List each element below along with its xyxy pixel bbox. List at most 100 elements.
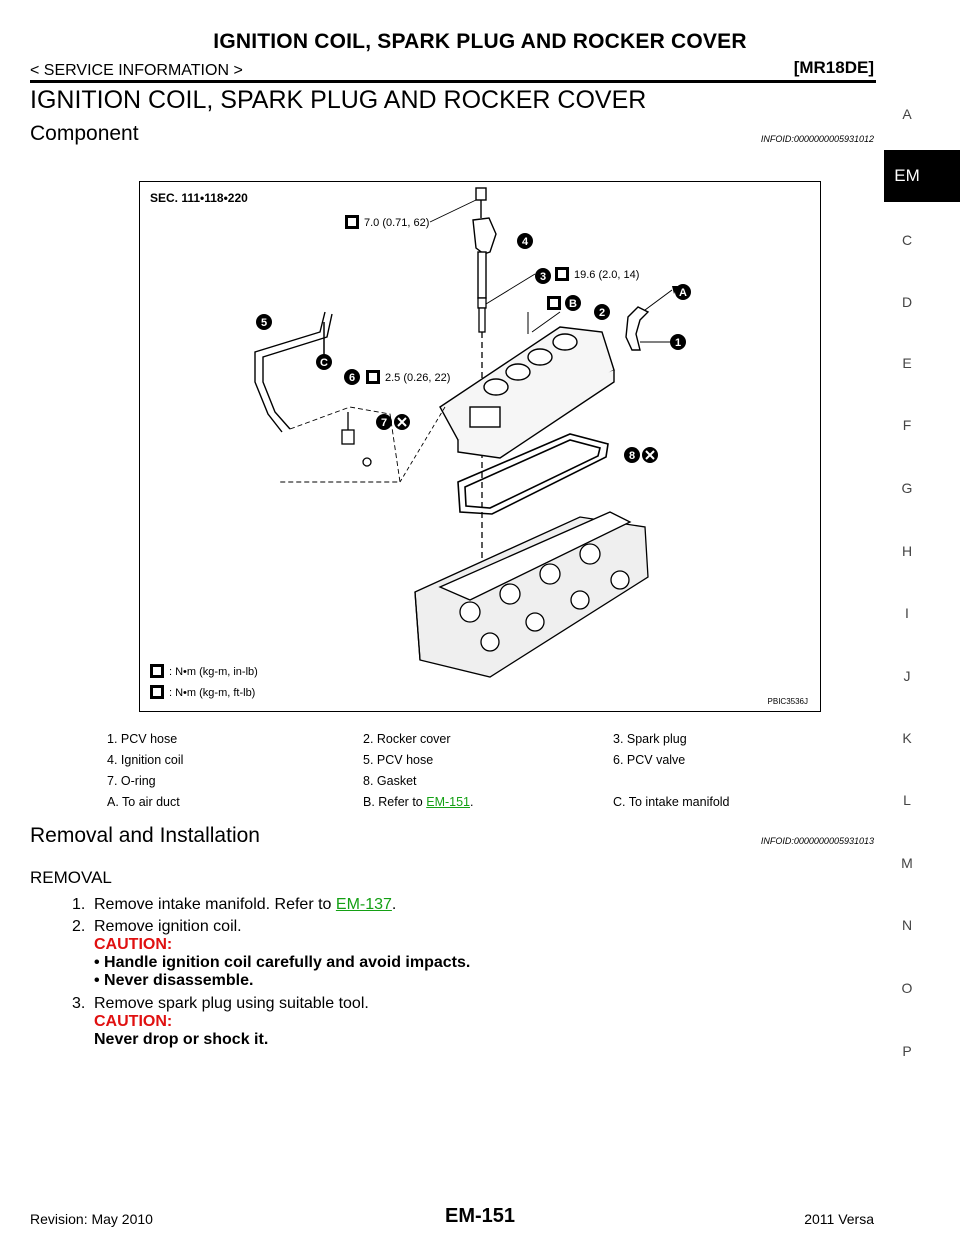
torque-key-1: : N•m (kg-m, in-lb) [169,666,258,678]
svg-text:6: 6 [349,372,355,384]
figure-code: PBIC3536J [768,697,808,706]
do-not-reuse-icon-7 [394,414,410,430]
pcv-hose-drawing [254,311,333,433]
revision-date: Revision: May 2010 [30,1211,153,1227]
em-137-link[interactable]: EM-137 [335,896,392,913]
step-3: 3.Remove spark plug using suitable tool. [72,995,369,1012]
callout-4: 4 [517,233,533,249]
removal-heading: REMOVAL [30,868,112,887]
model-year: 2011 Versa [804,1211,874,1227]
svg-text:5: 5 [261,317,267,329]
torque-value-1: 7.0 (0.71, 62) [364,217,429,229]
legend-item: 6. PCV valve [613,753,686,767]
exploded-view-illustration: SEC. 111•118•220 7.0 (0.71, 62) 19.6 (2.… [150,187,808,706]
torque-value-3: 2.5 (0.26, 22) [385,372,450,384]
callout-7: 7 [376,414,392,430]
header-divider [30,80,876,83]
page-number: EM-151 [444,1205,516,1227]
torque-icon-b [547,296,561,310]
step-3-note: Never drop or shock it. [94,1031,269,1048]
svg-text:8: 8 [629,450,635,462]
side-index-a[interactable]: A [902,106,912,122]
legend-item: 1. PCV hose [107,732,178,746]
torque-key-icon-2 [150,685,164,699]
side-index-g[interactable]: G [901,480,913,496]
callout-6: 6 [344,369,360,385]
spark-plug-drawing [477,297,487,590]
component-diagram: SEC. 111•118•220 7.0 (0.71, 62) 19.6 (2.… [139,181,821,712]
callout-5: 5 [256,314,272,330]
legend-item: 3. Spark plug [613,732,687,746]
svg-text:4: 4 [522,236,529,248]
side-index-c[interactable]: C [901,232,913,248]
legend-item-refer: B. Refer to EM-151. [363,795,474,809]
legend-row: 7. O-ring 8. Gasket [107,774,787,795]
side-index-h[interactable]: H [901,543,913,559]
callout-2: 2 [594,304,610,320]
svg-text:7: 7 [381,417,387,429]
svg-text:B: B [569,298,577,310]
legend-item: 2. Rocker cover [363,732,451,746]
legend-row: 4. Ignition coil 5. PCV hose 6. PCV valv… [107,753,787,774]
legend-item: 4. Ignition coil [107,753,184,767]
side-index-l[interactable]: L [903,792,911,808]
torque-icon-3 [366,370,380,384]
gasket-drawing [457,433,609,515]
section-title: IGNITION COIL, SPARK PLUG AND ROCKER COV… [30,86,647,114]
legend-row: A. To air duct B. Refer to EM-151. C. To… [107,795,787,816]
step-1: 1.Remove intake manifold. Refer to EM-13… [72,896,397,913]
pcv-hose-1-drawing [625,306,650,351]
side-index-k[interactable]: K [902,730,912,746]
em-151-link[interactable]: EM-151 [426,795,471,809]
side-index-m[interactable]: M [901,855,913,871]
ignition-coil-drawing [472,187,497,312]
do-not-reuse-icon-8 [642,447,658,463]
legend-item: 8. Gasket [363,774,417,788]
legend-item: 5. PCV hose [363,753,434,767]
legend-item: A. To air duct [107,795,180,809]
pcv-valve-drawing [341,412,372,467]
component-infoid: INFOID:0000000005931012 [760,134,874,144]
cylinder-head-drawing [414,511,649,678]
svg-text:C: C [320,357,328,369]
side-index-i[interactable]: I [905,605,909,621]
engine-code: [MR18DE] [793,58,874,77]
component-title: Component [30,122,139,145]
legend-item: 7. O-ring [107,774,156,788]
step-2-caution: CAUTION: [94,936,173,953]
side-index-f[interactable]: F [902,417,912,433]
torque-icon-1 [345,215,359,229]
callout-c: C [316,354,332,370]
svg-text:A: A [679,287,687,299]
side-index-n[interactable]: N [901,917,913,933]
step-2: 2.Remove ignition coil. [72,918,242,935]
callout-8: 8 [624,447,640,463]
callout-3: 3 [535,268,551,284]
removal-infoid: INFOID:0000000005931013 [760,836,874,846]
step-2-bullet-2: • Never disassemble. [94,972,254,989]
side-index-d[interactable]: D [901,294,913,310]
step-3-caution: CAUTION: [94,1013,173,1030]
side-index-p[interactable]: P [902,1043,912,1059]
parts-legend: 1. PCV hose 2. Rocker cover 3. Spark plu… [107,732,787,816]
side-index-o[interactable]: O [901,980,913,996]
step-2-bullet-1: • Handle ignition coil carefully and avo… [94,954,471,971]
callout-b: B [565,295,581,311]
svg-text:1: 1 [675,337,681,349]
torque-key-icon-1 [150,664,164,678]
removal-installation-title: Removal and Installation [30,824,260,847]
sec-label: SEC. 111•118•220 [150,191,248,205]
callout-a: A [675,284,691,300]
side-index-em-active[interactable]: EM [884,150,960,202]
side-index-j[interactable]: J [903,668,911,684]
page-header-title: IGNITION COIL, SPARK PLUG AND ROCKER COV… [213,30,747,53]
service-info-breadcrumb: < SERVICE INFORMATION > [30,62,243,79]
svg-text:3: 3 [540,271,546,283]
legend-item: C. To intake manifold [613,795,730,809]
leader-1 [429,199,477,223]
svg-text:2: 2 [599,307,605,319]
side-index-e[interactable]: E [902,355,912,371]
torque-icon-2 [555,267,569,281]
callout-1: 1 [670,334,686,350]
torque-key-2: : N•m (kg-m, ft-lb) [169,687,255,699]
